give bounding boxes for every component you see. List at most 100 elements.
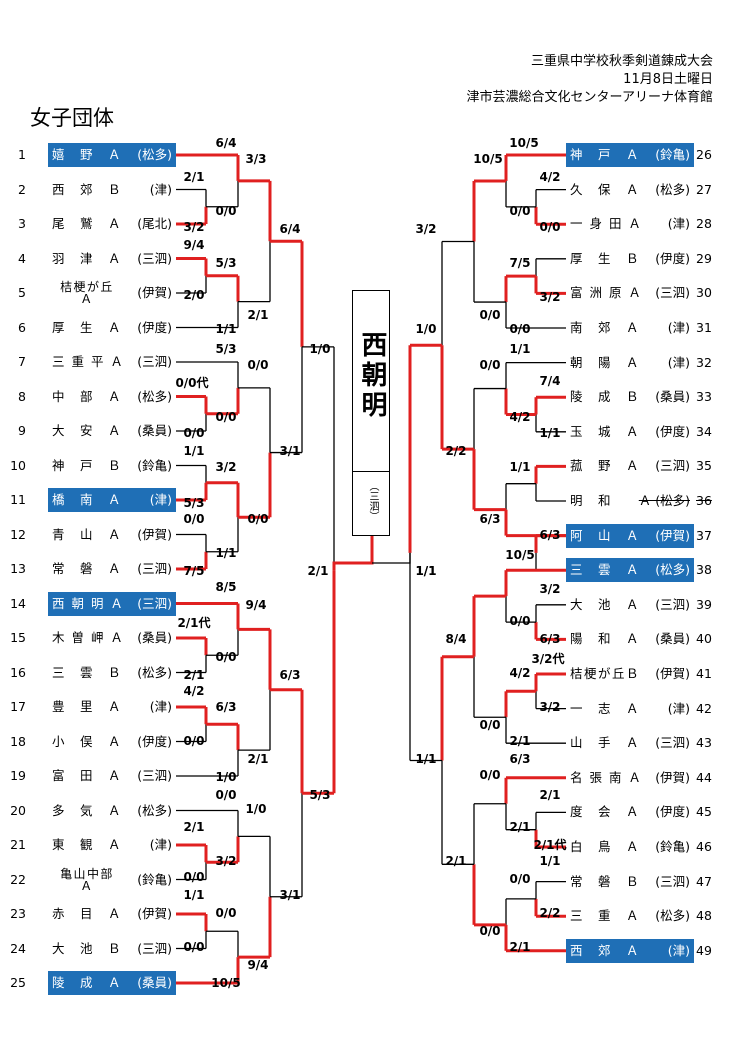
team-name: 陵 成 Ｂ: [570, 389, 641, 405]
champion-divider: [353, 471, 389, 472]
final-line: [372, 552, 411, 564]
team-number: 5: [18, 285, 26, 300]
score-label: 0/0: [215, 650, 237, 664]
score-label: 1/1: [415, 564, 437, 578]
team-name: 神 戸 Ａ: [570, 147, 641, 162]
team-number: 1: [18, 147, 26, 162]
score-label: 9/4: [245, 598, 267, 612]
team-name-box: 中 部 Ａ(松多): [48, 385, 176, 409]
score-label: 9/4: [247, 958, 269, 972]
score-label: 0/0: [509, 322, 531, 336]
team-number: 27: [696, 181, 712, 197]
team-number: 10: [10, 457, 26, 473]
score-label: 1/1: [183, 444, 205, 458]
team-name-box: 尾 鷲 Ａ (尾北): [48, 212, 176, 236]
team-number: 37: [696, 527, 712, 543]
score-label: 6/3: [539, 528, 561, 542]
team-number: 12: [10, 526, 26, 542]
team-name: 常 磐 Ａ: [52, 561, 123, 576]
score-label: 10/5: [473, 152, 503, 166]
team-name-box: 羽 津 Ａ(三泗): [48, 247, 176, 271]
score-label: 2/2: [445, 444, 467, 458]
team-number: 42: [696, 700, 712, 716]
tournament-title: 三重県中学校秋季剣道錬成大会: [530, 54, 713, 69]
team-name-box: 常 磐 Ａ (三泗): [48, 557, 176, 581]
team-name-box: 陽 和 Ａ(桑員): [566, 627, 694, 651]
team-name-box: 大 池 Ｂ(三泗): [48, 937, 176, 961]
team-number: 43: [696, 735, 712, 751]
score-label: 2/1: [183, 170, 205, 184]
team-number: 16: [10, 664, 26, 680]
team-name: 尾 鷲 Ａ: [52, 216, 123, 231]
team-region: (津): [149, 837, 172, 852]
score-label: 2/1: [445, 854, 467, 868]
team-region: (三泗): [137, 940, 172, 956]
team-name: 南 郊 Ａ: [570, 320, 641, 335]
team-name-box: 嬉 野 Ａ(松多): [48, 143, 176, 167]
team-number: 46: [696, 839, 712, 854]
score-label: 3/1: [279, 888, 301, 902]
team-region: (津): [667, 700, 690, 716]
score-label: 5/3: [309, 788, 331, 802]
team-number: 7: [18, 354, 26, 369]
score-label: 5/3: [215, 342, 237, 356]
team-region: (桑員): [137, 975, 172, 990]
score-label: 5/3: [183, 496, 205, 510]
team-name: 菰 野 Ａ: [570, 458, 641, 474]
score-label: 10/5: [509, 136, 539, 150]
tournament-date: 11月8日土曜日: [623, 72, 713, 87]
team-region: (津): [667, 942, 690, 958]
score-label: 0/0: [509, 204, 531, 218]
team-name-box: 度 会 Ａ(伊度): [566, 800, 694, 824]
team-region: (尾北): [137, 216, 172, 231]
team-name-box: 三 重 Ａ(松多): [566, 904, 694, 928]
team-name-box: 桔梗が丘 Ａ(伊賀): [48, 281, 176, 305]
team-name-box: 南 郊 Ａ (津): [566, 316, 694, 340]
team-name-box: 西 朝 明 Ａ(三泗): [48, 591, 176, 616]
team-name: 白 鳥 Ａ: [570, 839, 641, 854]
team-region: (桑員): [655, 631, 690, 647]
team-name-box: 名 張 南 Ａ(伊賀): [566, 766, 694, 790]
team-name: 名 張 南 Ａ: [570, 769, 643, 785]
team-name-box: 阿 山 Ａ(伊賀): [566, 523, 694, 548]
score-label: 2/1: [539, 788, 561, 802]
team-region: (伊賀): [137, 906, 172, 921]
team-number: 4: [18, 250, 26, 266]
score-label: 3/2代: [531, 652, 565, 666]
team-region: (津): [667, 320, 690, 335]
team-number: 24: [10, 940, 26, 956]
team-number: 40: [696, 631, 712, 647]
team-number: 41: [696, 666, 712, 681]
team-name: 西 朝 明 Ａ: [52, 595, 125, 611]
champion-box: 西朝明 （三泗）: [352, 290, 390, 536]
team-number: 32: [696, 354, 712, 370]
team-region: (伊賀): [137, 526, 172, 542]
score-label: 4/2: [183, 684, 205, 698]
team-number: 38: [696, 562, 712, 578]
score-label: 0/0: [479, 308, 501, 322]
team-name-box: 朝 陽 Ａ(津): [566, 351, 694, 375]
team-region: (三泗): [137, 561, 172, 576]
score-label: 0/0: [183, 870, 205, 884]
team-name: 玉 城 Ａ: [570, 423, 641, 439]
team-number: 28: [696, 216, 712, 232]
score-label: 1/1: [415, 752, 437, 766]
team-name: 常 磐 Ｂ: [570, 873, 641, 889]
team-name-box: 橋 南 Ａ(津): [48, 488, 176, 512]
team-name: 朝 陽 Ａ: [570, 354, 641, 370]
team-name-box: 白 鳥 Ａ(鈴亀): [566, 835, 694, 859]
team-region: (松多): [137, 802, 172, 818]
team-region: (伊度): [137, 319, 172, 335]
team-number: 49: [696, 942, 712, 958]
team-region: (桑員): [137, 423, 172, 438]
team-name: 度 会 Ａ: [570, 804, 641, 820]
team-number: 45: [696, 804, 712, 820]
score-label: 5/3: [215, 256, 237, 270]
score-label: 0/0: [183, 426, 205, 440]
score-label: 1/1: [415, 564, 437, 578]
team-name-box: 厚 生 Ｂ(伊度): [566, 247, 694, 271]
team-name-box: 常 磐 Ｂ(三泗): [566, 870, 694, 894]
team-region: (伊度): [137, 733, 172, 749]
team-region: (鈴亀): [137, 457, 172, 473]
team-number: 8: [18, 388, 26, 404]
